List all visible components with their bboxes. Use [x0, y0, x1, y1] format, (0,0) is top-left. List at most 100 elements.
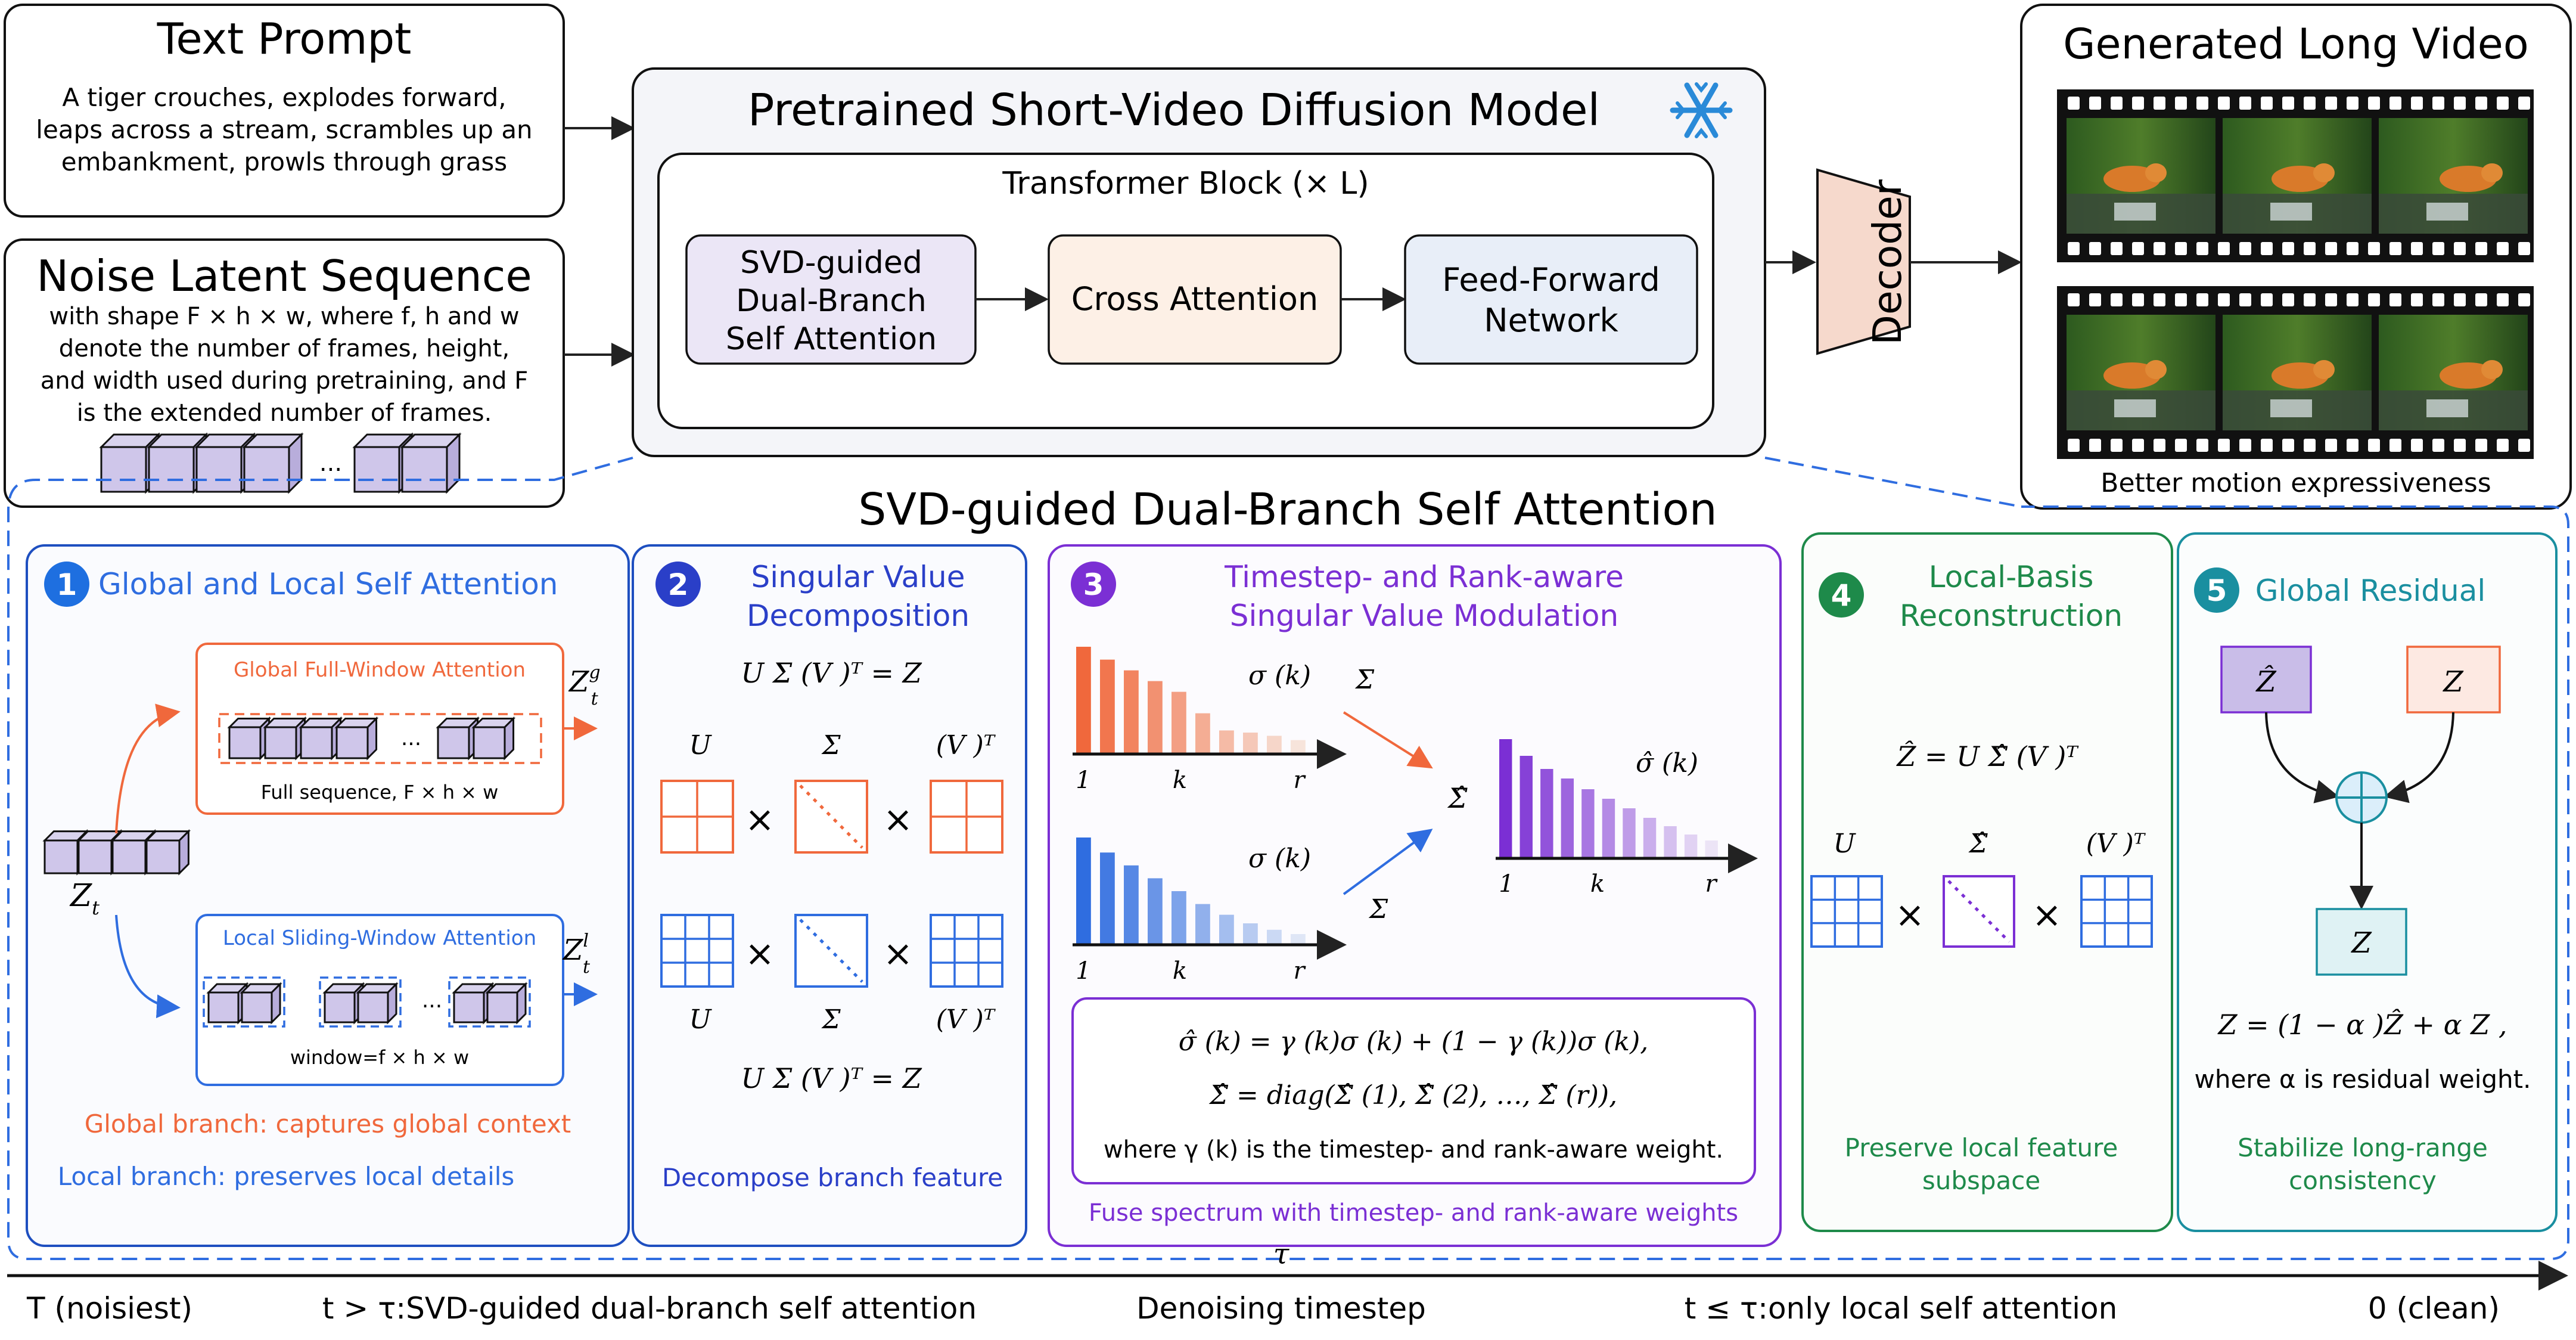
U-local-matrix: [660, 914, 734, 988]
V-local-matrix: [930, 914, 1003, 988]
global-spectrum-bar: [1076, 647, 1091, 754]
svd-attention-block: SVD-guided Dual-Branch Self Attention: [685, 234, 977, 365]
cross-attention-block: Cross Attention: [1048, 234, 1342, 365]
local-spectrum-bar: [1219, 914, 1234, 945]
fused-spectrum-bar: [1581, 789, 1595, 858]
svd-label-V-l: (V )ᵀ: [936, 1004, 996, 1035]
latent-cube: [352, 432, 414, 494]
local-spectrum-bar: [1195, 904, 1210, 945]
residual-input-g: Z: [2442, 665, 2464, 699]
formula-line-2: Σ̂ = diag(Σ̂ (1), Σ̂ (2), …, Σ̂ (r)),: [1208, 1080, 1617, 1111]
tau-label: τ: [1273, 1237, 1290, 1271]
recon-label-V: (V )ᵀ: [2086, 829, 2146, 859]
fused-spectrum-bar: [1643, 818, 1657, 858]
panel-5-caption-1: Stabilize long-range: [2238, 1133, 2488, 1162]
times-1: ×: [745, 799, 775, 840]
ffn-block: Feed-Forward Network: [1404, 234, 1698, 365]
residual-eq-note: where α is residual weight.: [2194, 1065, 2531, 1094]
panel-2-title-1: Singular Value: [751, 560, 965, 594]
axis-tick: r: [1293, 957, 1306, 985]
fused-spectrum-bar: [1602, 799, 1615, 858]
noise-line-3: and width used during pretraining, and F: [41, 367, 529, 395]
sigma-l-label: σ (k): [1248, 843, 1311, 874]
global-spectrum-bar: [1195, 713, 1210, 754]
local-spectrum-bar: [1267, 929, 1282, 945]
axis-tick: k: [1173, 957, 1187, 985]
timeline: τ T (noisiest) t > τ:SVD-guided dual-bra…: [7, 1237, 2568, 1326]
local-ellipsis: ...: [422, 988, 442, 1013]
video-caption: Better motion expressiveness: [2100, 468, 2491, 498]
ffn-line-1: Feed-Forward: [1442, 261, 1660, 299]
svd-block-line-3: Self Attention: [726, 321, 937, 357]
panel-4-title-2: Reconstruction: [1900, 598, 2123, 633]
global-spectrum-bar: [1148, 681, 1163, 754]
svd-label-U-l: U: [689, 1004, 712, 1035]
video-frame: [2067, 315, 2215, 430]
local-spectrum-bar: [1291, 934, 1306, 945]
residual-input-hat: Ẑ: [2255, 665, 2277, 699]
panel-2-title-2: Decomposition: [747, 598, 970, 633]
panel-5-caption-2: consistency: [2289, 1166, 2437, 1195]
local-spectrum-bar: [1076, 838, 1091, 945]
svd-label-V-g: (V )ᵀ: [936, 730, 996, 761]
fused-spectrum-bar: [1664, 826, 1677, 858]
panel-2-number: 2: [668, 567, 689, 602]
panel-reconstruction: 4 Local-Basis Reconstruction Ẑ = U Σ̂ (V…: [1801, 532, 2173, 1232]
text-prompt-title: Text Prompt: [157, 14, 412, 64]
local-spectrum-bar: [1172, 891, 1186, 945]
timeline-phase-2: t ≤ τ:only local self attention: [1685, 1291, 2118, 1326]
latent-cube: [206, 982, 249, 1025]
latent-cube: [240, 982, 282, 1025]
latent-cube: [334, 716, 379, 761]
local-caption: Local branch: preserves local details: [58, 1162, 515, 1191]
global-spectrum-bar: [1219, 730, 1234, 754]
video-frame: [2379, 315, 2528, 430]
latent-cube: [322, 982, 365, 1025]
global-ellipsis: ...: [401, 726, 421, 750]
latent-cubes: [99, 432, 462, 494]
text-prompt-box: Text Prompt A tiger crouches, explodes f…: [4, 4, 565, 218]
residual-output: Z: [2350, 926, 2372, 960]
timeline-middle: Denoising timestep: [1136, 1291, 1426, 1326]
generated-video-box: Generated Long Video Better motion expre…: [2020, 4, 2572, 510]
panel-modulation: 3 Timestep- and Rank-aware Singular Valu…: [1048, 544, 1782, 1247]
fused-spectrum-bar: [1705, 840, 1718, 858]
local-window: [319, 976, 402, 1028]
video-frame: [2379, 118, 2528, 234]
residual-eq: Z = (1 − α )Ẑ + α Z ,: [2217, 1008, 2507, 1041]
video-frame: [2223, 315, 2372, 430]
film-strips: [2057, 89, 2534, 459]
text-prompt-line-1: A tiger crouches, explodes forward,: [62, 83, 506, 112]
axis-tick: 1: [1076, 767, 1090, 794]
V-local-matrix: [2080, 875, 2153, 948]
model-title: Pretrained Short-Video Diffusion Model: [748, 85, 1600, 136]
film-strip-1: [2057, 89, 2534, 262]
panel-1-title: Global and Local Self Attention: [98, 567, 558, 601]
section-title: SVD-guided Dual-Branch Self Attention: [858, 484, 1717, 535]
Sigma-hat-matrix: [1943, 875, 2015, 948]
global-spectrum-bar: [1124, 670, 1139, 754]
Sigma-g-label: Σ: [1354, 665, 1375, 695]
local-window: [203, 976, 285, 1028]
local-spectrum-bar: [1124, 865, 1139, 945]
latent-cube: [299, 716, 343, 761]
panel-1-number: 1: [57, 567, 77, 602]
noise-line-2: denote the number of frames, height,: [59, 335, 509, 362]
timeline-start: T (noisiest): [26, 1291, 192, 1326]
svd-block-line-1: SVD-guided: [740, 245, 922, 281]
fused-spectrum-bar: [1561, 778, 1574, 858]
latent-cube: [400, 432, 462, 494]
formula-line-3: where γ (k) is the timestep- and rank-aw…: [1104, 1136, 1723, 1164]
Sigma-local-matrix: [794, 914, 868, 988]
fused-spectrum-bar: [1540, 769, 1553, 858]
panel-2-caption: Decompose branch feature: [662, 1163, 1003, 1192]
input-cubes: [42, 829, 191, 876]
times-3: ×: [745, 933, 775, 975]
times-2: ×: [883, 799, 913, 840]
video-title: Generated Long Video: [2063, 20, 2528, 69]
latent-cube: [485, 982, 528, 1025]
panel-3-title-2: Singular Value Modulation: [1230, 598, 1618, 633]
global-note: Full sequence, F × h × w: [261, 781, 499, 804]
